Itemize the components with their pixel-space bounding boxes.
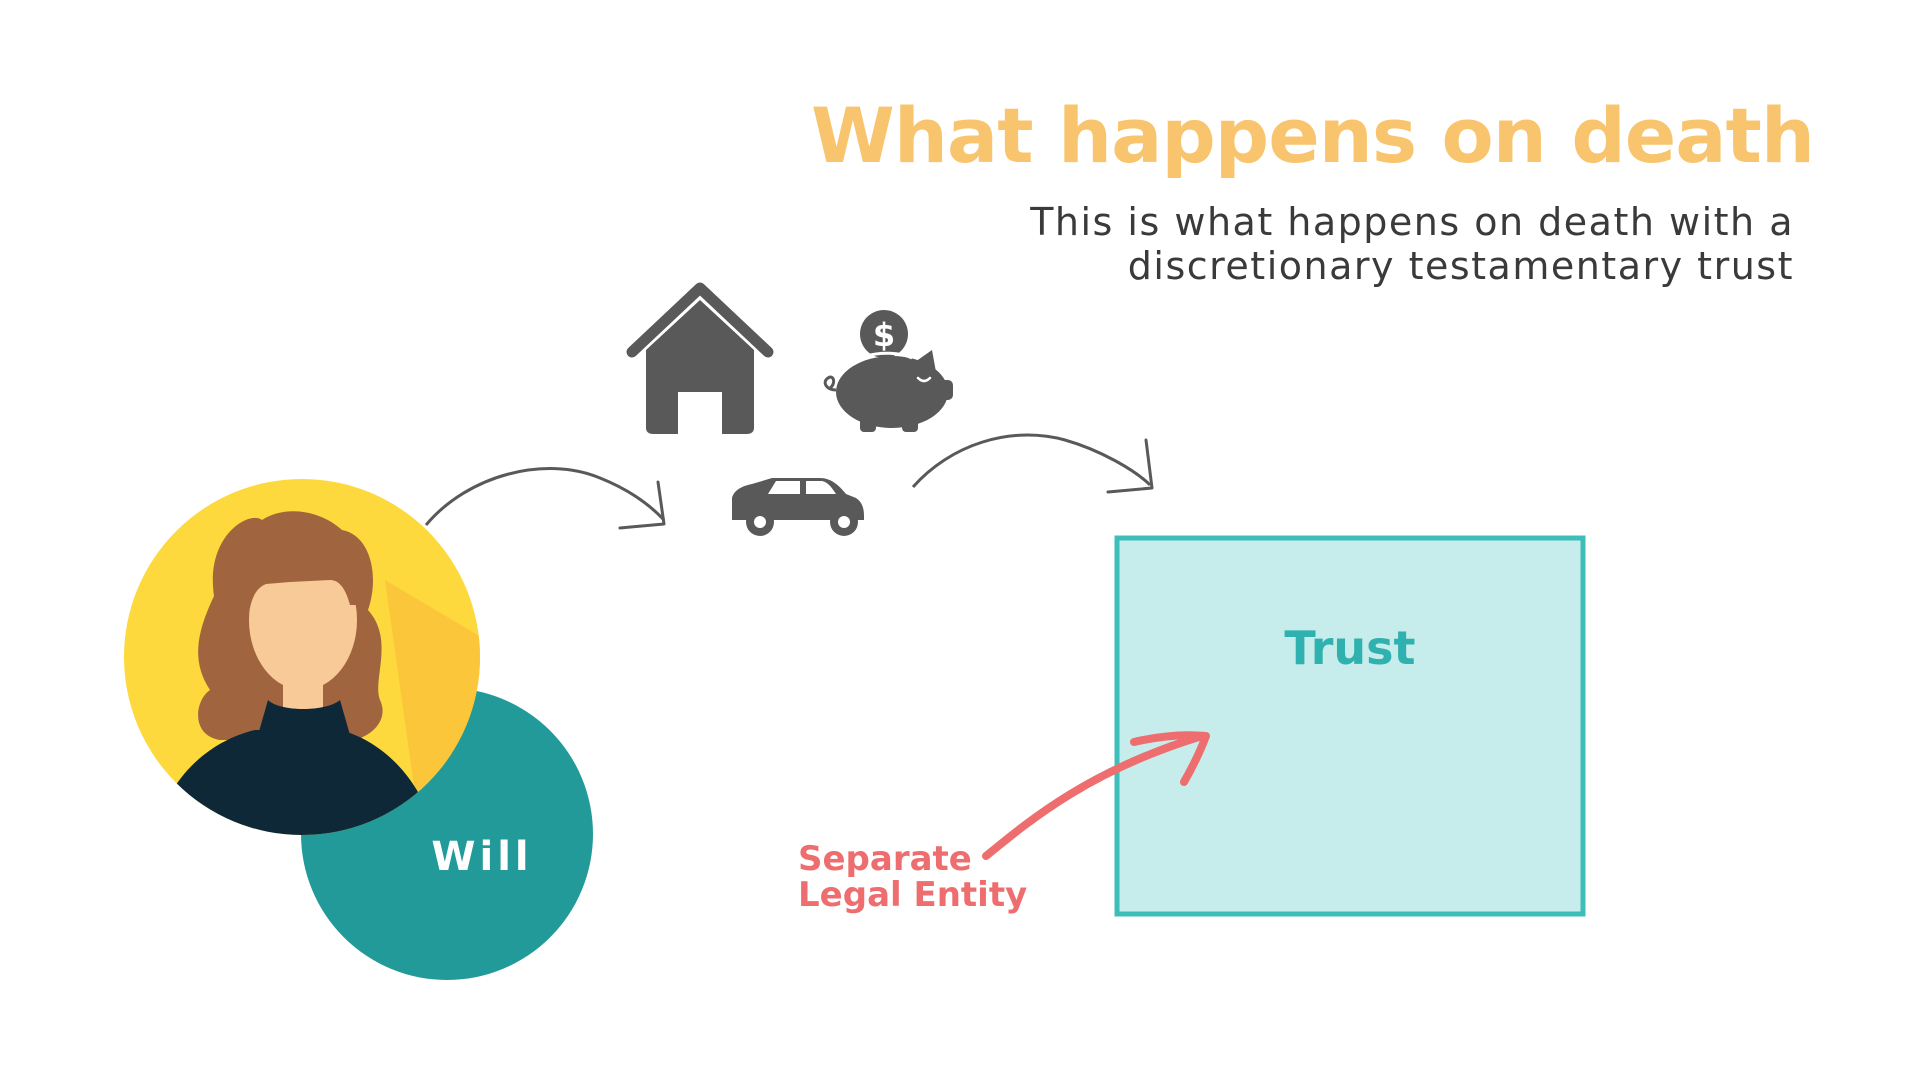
- arrow-to-assets: [424, 467, 666, 530]
- page-title: What happens on death: [811, 91, 1815, 180]
- svg-text:$: $: [873, 316, 895, 354]
- trust-box: [1114, 535, 1586, 917]
- piggy-bank-icon: $: [823, 310, 953, 432]
- subtitle-line-1: This is what happens on death with a: [1030, 200, 1794, 244]
- car-icon: [732, 478, 864, 536]
- page-subtitle: This is what happens on death with a dis…: [794, 200, 1794, 288]
- house-icon: [626, 282, 774, 434]
- annotation-line-1: Separate: [798, 839, 972, 879]
- trust-label: Trust: [1284, 621, 1415, 675]
- separate-legal-entity-arrow: [982, 731, 1210, 860]
- will-label: Will: [431, 834, 532, 880]
- subtitle-line-2: discretionary testamentary trust: [1127, 244, 1794, 288]
- annotation-line-2: Legal Entity: [798, 875, 1027, 915]
- arrow-to-trust: [911, 433, 1154, 494]
